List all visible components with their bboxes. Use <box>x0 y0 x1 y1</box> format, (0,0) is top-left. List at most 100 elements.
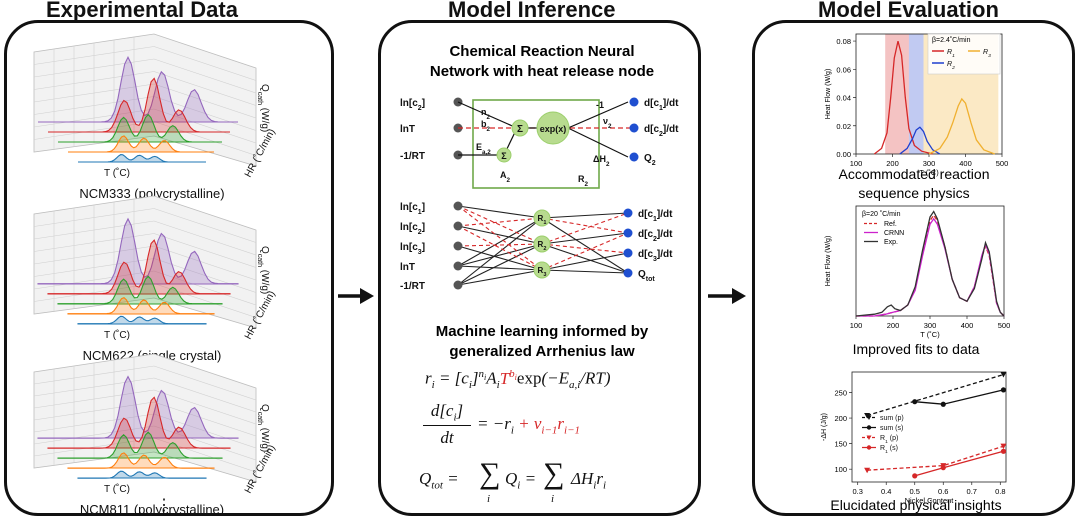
neuron-box <box>472 99 600 189</box>
output-label: Qtot <box>638 269 655 283</box>
edge <box>457 265 543 271</box>
ridge-layer <box>57 431 223 459</box>
legend-title: β=20 ˚C/min <box>862 210 901 218</box>
caption-1b: sequence physics <box>858 185 969 201</box>
output-label: d[c3]/dt <box>638 249 673 263</box>
section-title-experimental: Experimental Data <box>46 0 238 22</box>
legend-title: β=2.4˚C/min <box>932 36 971 44</box>
sum-node <box>496 147 512 163</box>
edge <box>541 243 629 274</box>
equation-rate: ri = [ci]niAiTbiexp(−Ea,i/RT) <box>425 368 611 392</box>
ridge-layer <box>37 217 239 285</box>
data-point <box>1000 372 1007 378</box>
z-axis-label: Qcath (W/g) <box>257 246 271 294</box>
y-axis-label: -ΔH (J/g) <box>821 413 828 441</box>
section-title-evaluation: Model Evaluation <box>818 0 999 22</box>
x-tick-label: 0.8 <box>995 487 1005 496</box>
edge <box>541 232 629 245</box>
surface-back-pane <box>33 195 257 329</box>
y-axis-label: Heat Flow (W/g) <box>825 69 832 120</box>
output-label: d[c2]/dt <box>644 124 679 138</box>
z-axis-label: Qcath (W/g) <box>257 84 271 132</box>
edge <box>457 217 543 267</box>
input-node <box>453 261 463 271</box>
edge <box>457 245 543 271</box>
series-line <box>899 126 941 155</box>
ridge-layer <box>78 154 206 163</box>
grid-line <box>153 58 257 94</box>
y-tick-label: 0.00 <box>836 150 851 159</box>
data-point <box>912 399 918 405</box>
exp-label: exp(x) <box>540 124 567 134</box>
sum-label: Σ <box>517 124 523 135</box>
surface-back-pane <box>33 33 257 167</box>
output-node <box>629 97 639 107</box>
data-point <box>1000 443 1007 450</box>
weight-label: b2 <box>481 119 491 133</box>
arrow-right-icon <box>708 288 746 304</box>
ridge-layer <box>38 55 238 123</box>
plot-frame <box>851 371 1007 483</box>
edge <box>457 243 543 286</box>
edge-dashed <box>541 212 629 245</box>
edge-dashed <box>541 217 629 234</box>
crnn-title-line2: Network with heat release node <box>430 63 654 80</box>
ellipsis-icon: ⋮ <box>156 497 172 514</box>
edge-dashed <box>457 217 543 227</box>
grid-line <box>153 71 257 106</box>
edge-dashed <box>541 243 629 254</box>
edge-dashed <box>457 205 543 245</box>
ml-title-line1: Machine learning informed by <box>436 323 649 340</box>
legend-label: CRNN <box>884 230 904 237</box>
legend-marker <box>866 435 872 440</box>
weight-label: ν2 <box>603 116 612 130</box>
input-node <box>453 241 463 251</box>
x-axis-label: T (˚C) <box>920 330 940 339</box>
edge <box>457 243 543 267</box>
y-tick-label: 0.08 <box>836 37 851 46</box>
z-axis-label: Qcath (W/g) <box>257 404 271 452</box>
grid-line <box>153 208 257 243</box>
edge <box>567 101 629 129</box>
y-tick-label: 0.06 <box>836 65 851 74</box>
series-line <box>866 373 1004 417</box>
x-tick-label: 300 <box>923 159 936 168</box>
input-label: lnT <box>400 124 415 135</box>
series-line <box>856 214 1005 317</box>
weight-label: R2 <box>578 174 589 188</box>
edge-dashed <box>541 232 629 271</box>
x-axis-label: Nickel Content <box>905 496 955 505</box>
input-node <box>453 201 463 211</box>
grid-line <box>153 108 257 144</box>
edge <box>457 225 543 245</box>
legend-label: R1 <box>947 49 955 59</box>
edge <box>541 217 629 274</box>
x-tick-label: 0.3 <box>852 487 862 496</box>
reaction-node <box>533 209 551 227</box>
grid-line <box>153 413 257 449</box>
data-point <box>864 467 871 474</box>
grid-line <box>153 258 257 293</box>
grid-line <box>153 96 257 131</box>
grid-line <box>153 270 257 306</box>
legend-label: Ref. <box>884 221 897 228</box>
grid-line <box>153 425 257 461</box>
input-label: lnT <box>400 262 415 273</box>
surface-caption: NCM333 (polycrystalline) <box>79 186 224 201</box>
output-node <box>623 208 633 218</box>
x-axis-label: T (˚C) <box>919 168 939 177</box>
input-label: -1/RT <box>400 151 425 162</box>
x-tick-label: 400 <box>959 159 972 168</box>
edge <box>541 212 629 219</box>
ridge-layer <box>58 113 222 143</box>
ridge-layer <box>77 470 207 479</box>
series-line <box>855 210 1005 317</box>
grid-line <box>153 46 257 81</box>
ridge-layer <box>37 375 239 439</box>
ridge-layer <box>68 135 214 153</box>
